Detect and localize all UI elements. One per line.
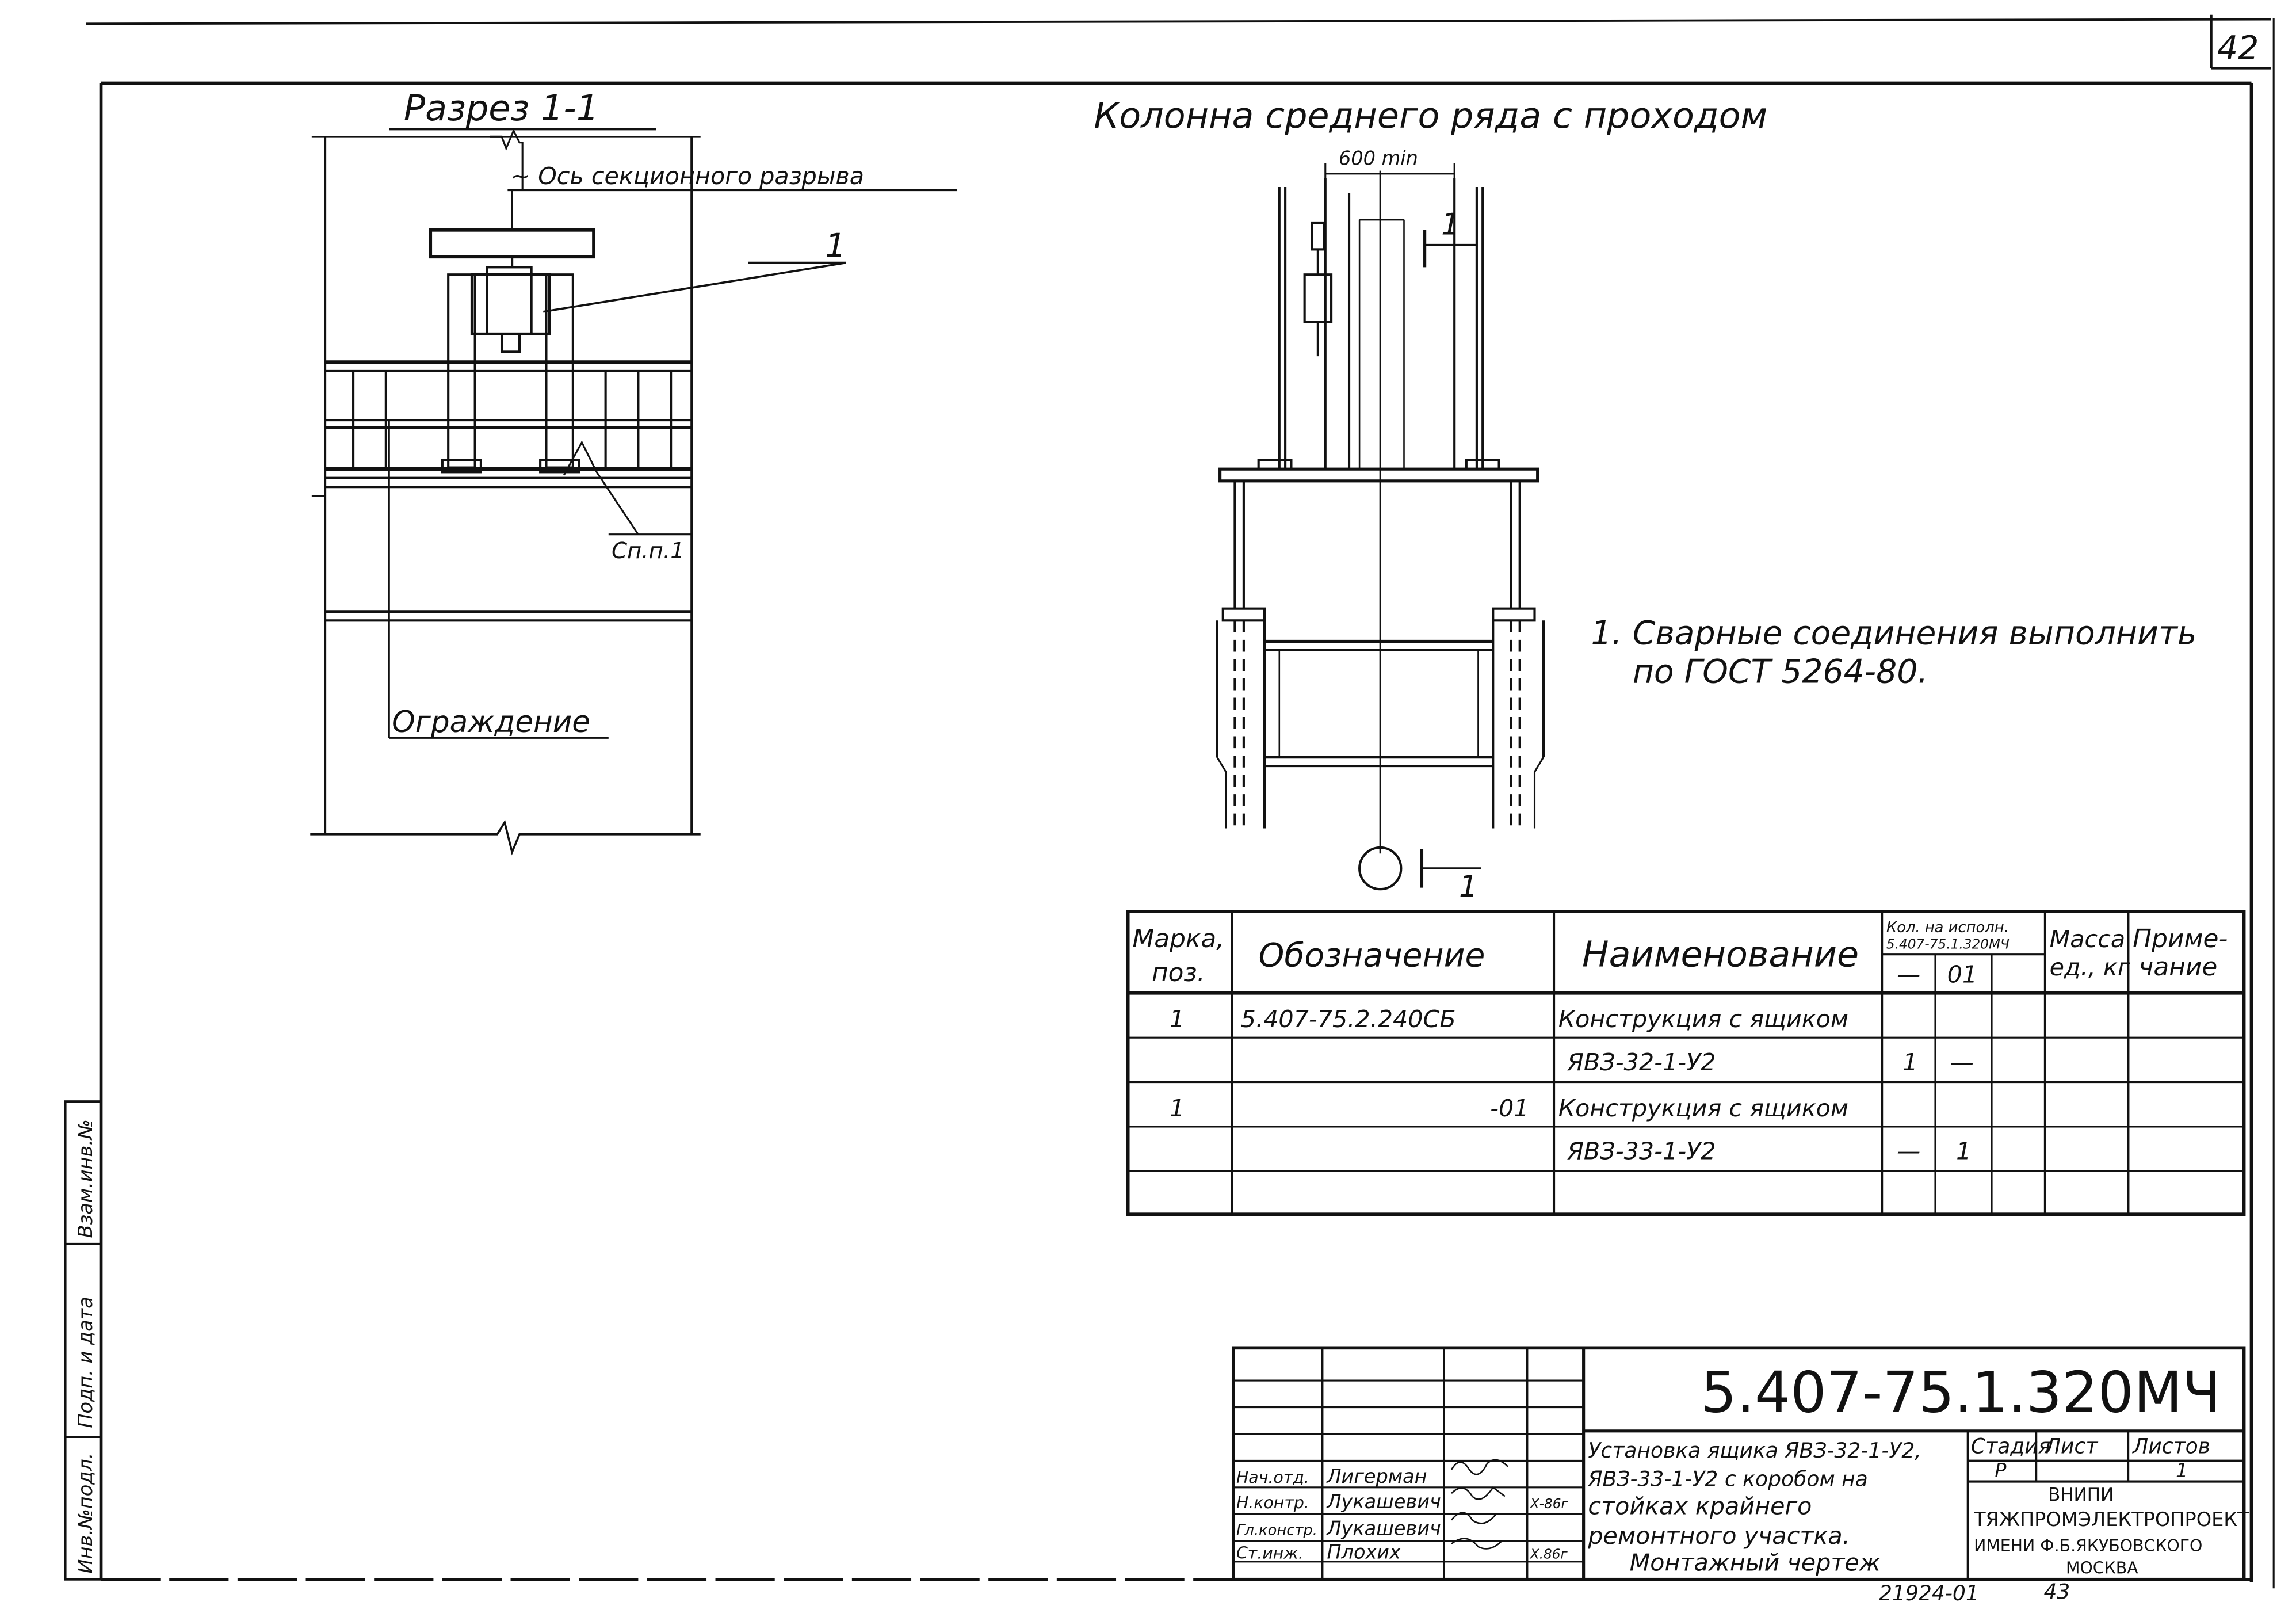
row4-q2: 1 [1956, 1138, 1971, 1165]
fence-label: Ограждение [392, 705, 590, 739]
bottom-code: 21924-01 [1879, 1581, 1979, 1605]
column-callout-1: 1 [1441, 208, 1460, 242]
staff-1-name: Лигерман [1326, 1465, 1427, 1487]
page-number: 42 [2217, 29, 2259, 67]
spec-table-headers: Марка, поз. Обозначение Наименование Кол… [1132, 919, 2228, 989]
side-stamp-sign: Подп. и дата [74, 1296, 97, 1428]
hdr-mark-2: поз. [1152, 958, 1205, 987]
sheet-label: Лист [2044, 1433, 2098, 1458]
axis-label: ~ Ось секционного разрыва [511, 162, 865, 190]
row3-mark: 1 [1170, 1094, 1185, 1122]
row1-designation: 5.407-75.2.240СБ [1241, 1005, 1456, 1033]
stage-value: Р [1995, 1459, 2007, 1482]
side-stamp-inv: Инв.№подл. [74, 1453, 97, 1574]
staff-4-name: Плохих [1327, 1541, 1401, 1563]
staff-2-role: Н.контр. [1236, 1493, 1309, 1512]
row1-mark: 1 [1170, 1005, 1185, 1033]
org-line-4: МОСКВА [2066, 1558, 2138, 1577]
column-section-mark: 1 [1459, 869, 1478, 904]
hdr-mark-1: Марка, [1132, 924, 1224, 953]
staff-2-date: Х-86г [1530, 1496, 1569, 1512]
hdr-note-1: Приме- [2133, 924, 2228, 953]
title-staff: Нач.отд. Лигерман Н.контр. Лукашевич Х-8… [1236, 1465, 1569, 1563]
column-title: Колонна среднего ряда с проходом [1094, 95, 1767, 136]
row2-name: ЯВЗ-32-1-У2 [1567, 1048, 1716, 1076]
desc-line-1: Установка ящика ЯВЗ-32-1-У2, [1588, 1438, 1921, 1463]
row4-q1: — [1897, 1138, 1920, 1165]
hdr-name: Наименование [1582, 933, 1859, 975]
spec-table [1126, 910, 2246, 1216]
staff-1-role: Нач.отд. [1236, 1468, 1309, 1487]
hdr-qty-col-2: 01 [1947, 961, 1978, 989]
side-stamp [64, 1100, 102, 1581]
org-line-1: ВНИПИ [2048, 1485, 2114, 1505]
desc-line-5: Монтажный чертеж [1630, 1548, 1881, 1576]
doc-code: 5.407-75.1.320МЧ [1701, 1360, 2221, 1425]
spec-table-rows: 1 5.407-75.2.240СБ Конструкция с ящиком … [1170, 1005, 1974, 1165]
section-note-ref: Сп.п.1 [612, 538, 685, 564]
side-stamp-replace: Взам.инв.№ [74, 1119, 97, 1238]
desc-line-4: ремонтного участка. [1587, 1522, 1850, 1550]
row2-q2: — [1950, 1048, 1974, 1076]
hdr-designation: Обозначение [1259, 936, 1485, 974]
sheet-frame [86, 14, 2275, 1589]
desc-line-3: стойках крайнего [1588, 1492, 1812, 1520]
staff-3-role: Гл.констр. [1236, 1521, 1317, 1539]
note-line-1: 1. Сварные соединения выполнить [1591, 615, 2197, 653]
section-callout-1: 1 [825, 227, 846, 265]
note-line-2: по ГОСТ 5264-80. [1633, 653, 1928, 691]
sheets-value: 1 [2176, 1459, 2188, 1482]
bottom-page: 43 [2043, 1579, 2070, 1604]
column-drawing [1216, 163, 1545, 891]
dimension-label: 600 min [1339, 147, 1418, 169]
org-line-2: ТЯЖПРОМЭЛЕКТРОПРОЕКТ [1973, 1508, 2249, 1531]
hdr-note-2: чание [2138, 952, 2217, 982]
title-org: ВНИПИ ТЯЖПРОМЭЛЕКТРОПРОЕКТ ИМЕНИ Ф.Б.ЯКУ… [1973, 1485, 2249, 1577]
hdr-qty-1: Кол. на исполн. [1886, 919, 2009, 936]
hdr-qty-2: 5.407-75.1.320МЧ [1886, 936, 2010, 952]
staff-4-role: Ст.инж. [1236, 1544, 1304, 1563]
section-title: Разрез 1-1 [404, 87, 599, 129]
title-stage-cells: Стадия Лист Листов Р 1 [1971, 1433, 2210, 1481]
row2-q1: 1 [1902, 1048, 1917, 1076]
hdr-mass-2: ед., кг [2050, 953, 2130, 981]
stage-label: Стадия [1971, 1433, 2051, 1458]
row1-name: Конструкция с ящиком [1558, 1005, 1848, 1033]
org-line-3: ИМЕНИ Ф.Б.ЯКУБОВСКОГО [1974, 1536, 2202, 1555]
hdr-qty-col-1: — [1897, 961, 1920, 989]
hdr-mass-1: Масса [2050, 925, 2126, 953]
desc-line-2: ЯВЗ-33-1-У2 с коробом на [1587, 1466, 1868, 1491]
staff-2-name: Лукашевич [1326, 1490, 1441, 1513]
staff-3-name: Лукашевич [1326, 1517, 1441, 1539]
section-drawing [310, 128, 846, 856]
row4-name: ЯВЗ-33-1-У2 [1567, 1138, 1716, 1165]
row3-designation: -01 [1490, 1094, 1529, 1122]
row3-name: Конструкция с ящиком [1558, 1094, 1848, 1122]
title-description: Установка ящика ЯВЗ-32-1-У2, ЯВЗ-33-1-У2… [1587, 1438, 1921, 1576]
staff-4-date: Х.86г [1530, 1547, 1568, 1562]
sheets-label: Листов [2131, 1433, 2210, 1458]
title-block [1231, 1346, 2246, 1581]
